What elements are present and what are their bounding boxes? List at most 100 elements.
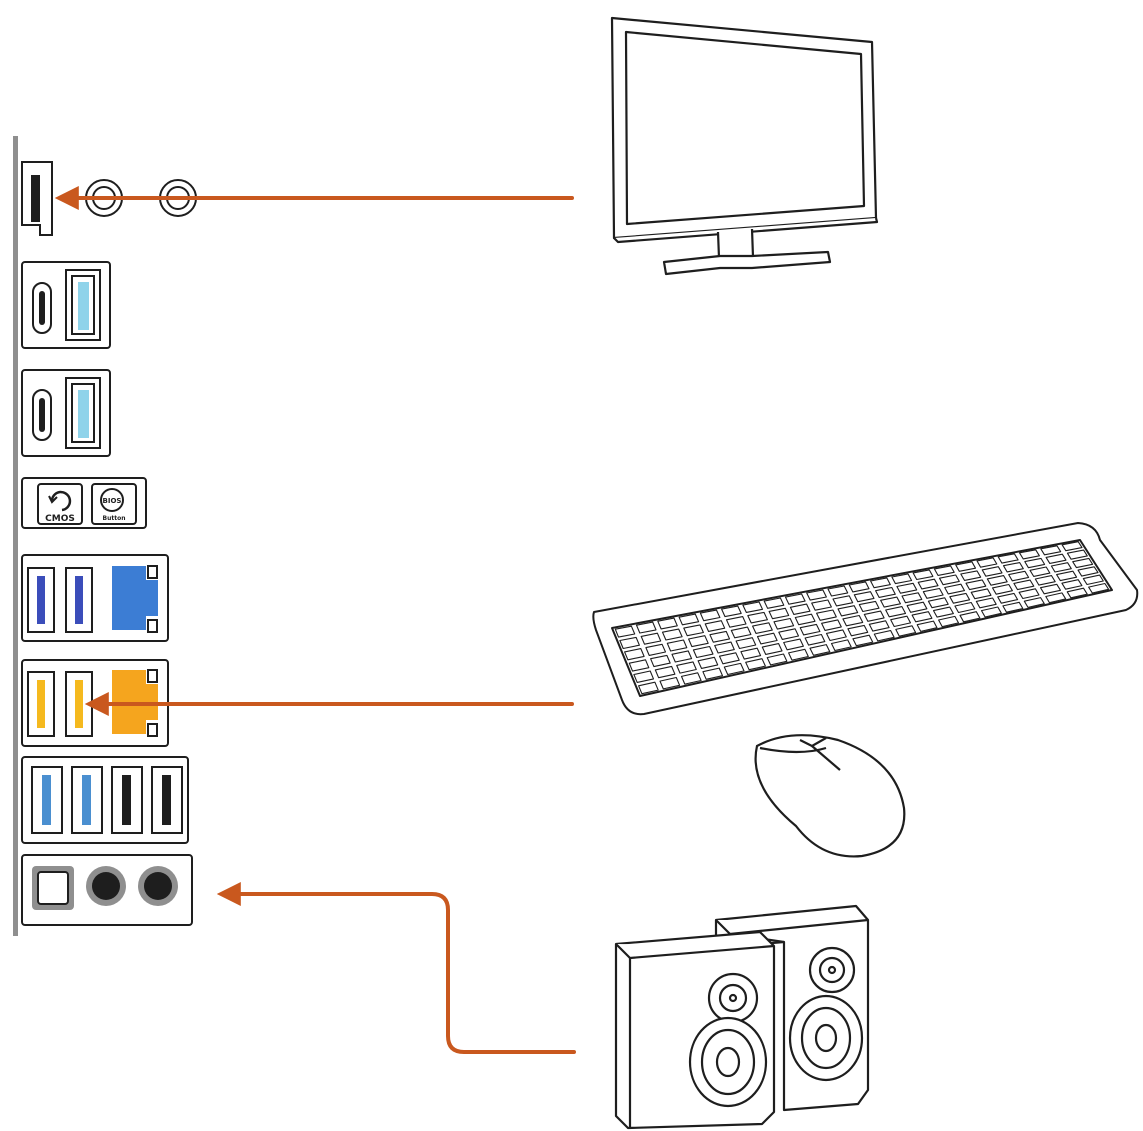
keyboard-key: [1082, 574, 1104, 586]
keyboard-key: [638, 681, 659, 695]
keyboard-key: [1061, 579, 1083, 590]
keyboard-key: [718, 652, 740, 665]
keyboard-key: [895, 625, 917, 637]
keyboard-key: [891, 573, 913, 585]
keyboard-key: [847, 624, 869, 637]
bios-flashback-button-icon[interactable]: BIOS Button: [91, 483, 137, 525]
keyboard-key: [747, 611, 768, 624]
keyboard-key: [965, 579, 987, 591]
keyboard-key: [778, 628, 800, 640]
keyboard-key: [702, 667, 724, 680]
mouse-icon: [754, 734, 906, 858]
keyboard-key: [1045, 553, 1067, 564]
keyboard-key: [825, 629, 847, 642]
keyboard-key: [1024, 557, 1046, 569]
keyboard-key: [666, 639, 688, 652]
keyboard-key: [959, 611, 981, 623]
rear-io-panel: CMOS BIOS Button: [13, 136, 197, 936]
keyboard-key: [870, 577, 891, 589]
keyboard-key: [1066, 549, 1088, 560]
keyboard-key: [697, 656, 719, 669]
keyboard-key: [1002, 562, 1024, 573]
keyboard-key: [986, 575, 1008, 586]
keyboard-key: [725, 616, 747, 628]
keyboard-key: [766, 653, 788, 666]
keyboard-key: [981, 566, 1003, 577]
audio-jack-icon: [138, 866, 178, 906]
keyboard-key: [970, 588, 992, 600]
keyboard-key: [1029, 566, 1051, 577]
keyboard-key: [901, 592, 923, 604]
keyboard-key: [997, 553, 1019, 564]
keyboard-key: [654, 665, 676, 679]
keyboard-key: [848, 581, 870, 593]
keyboard-key: [680, 672, 702, 685]
keyboard-key: [960, 570, 982, 581]
keyboard-key: [740, 647, 762, 660]
keyboard-key: [1008, 570, 1030, 582]
io-shield-edge: [13, 136, 18, 936]
keyboard-key: [955, 561, 977, 572]
audio-block: [21, 854, 193, 926]
keyboard-key: [692, 645, 714, 659]
keyboard-key: [858, 600, 880, 613]
keyboard-key: [1077, 566, 1099, 577]
keyboard-key: [752, 622, 773, 634]
hdmi-port-icon: [21, 161, 53, 236]
keyboard-key: [683, 624, 704, 637]
keyboard-key: [768, 607, 790, 620]
keyboard-key: [1013, 579, 1035, 591]
keyboard-key: [1018, 549, 1040, 560]
keyboard-key: [832, 595, 854, 607]
keyboard-key: [742, 601, 764, 613]
keyboard-key: [954, 601, 976, 614]
keyboard-key: [1088, 582, 1110, 594]
keyboard-key: [761, 643, 783, 655]
keyboard-key: [671, 650, 693, 663]
usb-quad-block: [21, 756, 189, 844]
keyboard-key: [1061, 541, 1083, 552]
keyboard-key: [975, 597, 997, 609]
keyboard-key: [830, 639, 852, 652]
keyboard-key: [806, 589, 827, 601]
keyboard-key: [927, 597, 949, 609]
keyboard-key: [783, 638, 804, 651]
keyboard-key: [852, 634, 874, 647]
keyboard-key: [659, 676, 681, 690]
keyboard-key: [912, 569, 934, 581]
keyboard-key: [657, 617, 678, 630]
speaker-icon: [614, 904, 870, 1130]
keyboard-key: [723, 662, 745, 676]
keyboard-key: [890, 615, 912, 628]
speakers-to-audio-arrow: [216, 882, 576, 1054]
keyboard-key: [799, 623, 821, 636]
keyboard-key: [635, 621, 657, 634]
usb-c-usb-a-block-2: [21, 369, 111, 457]
keyboard-key: [811, 599, 832, 611]
keyboard-key: [788, 648, 809, 661]
keyboard-key: [885, 606, 907, 618]
bios-flashback-label-top: BIOS: [103, 497, 122, 505]
keyboard-key: [896, 582, 918, 594]
keyboard-key: [645, 643, 667, 656]
keyboard-key: [704, 620, 726, 632]
keyboard-key: [933, 565, 955, 576]
keyboard-key: [821, 619, 842, 631]
keyboard-key: [688, 635, 709, 648]
audio-jack-icon: [86, 866, 126, 906]
keyboard-key: [794, 613, 816, 626]
keyboard-key: [922, 587, 944, 599]
keyboard-key: [997, 592, 1019, 604]
keyboard-key: [842, 614, 864, 627]
keyboard-key: [906, 601, 928, 613]
clear-cmos-button-icon[interactable]: CMOS: [37, 483, 83, 525]
clear-cmos-label: CMOS: [45, 514, 75, 524]
lan-port-icon: [112, 565, 158, 633]
keyboard-key: [1050, 562, 1072, 573]
keyboard-key: [614, 625, 636, 638]
keyboard-key: [938, 615, 960, 628]
keyboard-key: [816, 609, 837, 621]
connection-arrows: [54, 186, 576, 1054]
keyboard-key: [980, 606, 1002, 618]
